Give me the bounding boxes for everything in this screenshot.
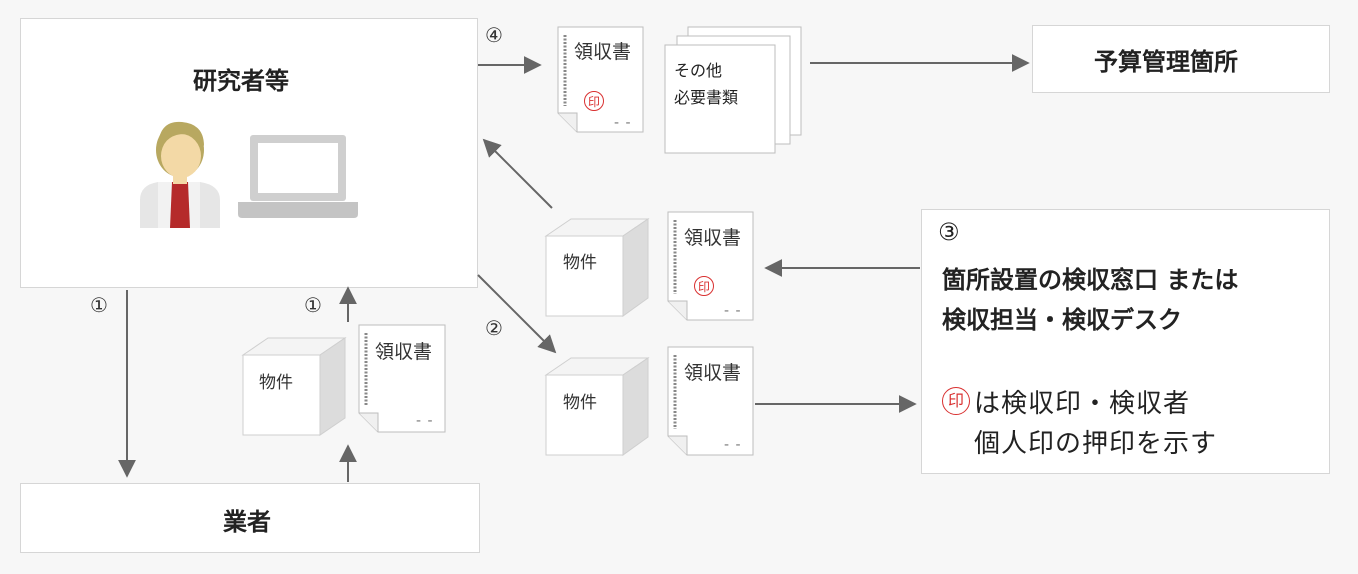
inspection-number: ③: [938, 218, 960, 246]
receipt-label-middle: 領収書: [684, 227, 742, 249]
laptop-icon: [238, 135, 358, 218]
step-4: ④: [485, 23, 503, 47]
receipt-label-top: 領収書: [574, 41, 632, 63]
inspection-box: ③ 箇所設置の検収窓口 または 検収担当・検収デスク 印 は検収印・検収者 個人…: [921, 209, 1330, 474]
step-2: ②: [485, 316, 503, 340]
legend-note-line1: は検収印・検収者: [974, 389, 1191, 419]
goods-cube-lower: [544, 357, 650, 456]
goods-cube-middle: [544, 218, 650, 317]
seal-icon-middle: 印: [694, 276, 714, 296]
researcher-person-icon: [140, 121, 220, 228]
receipt-dash-bottom-left: - -: [416, 413, 434, 429]
receipt-doc-middle: [667, 211, 754, 321]
legend-seal-icon: 印: [942, 387, 970, 415]
goods-label-middle: 物件: [563, 253, 597, 273]
vendor-box: 業者: [20, 483, 480, 553]
goods-label-lower: 物件: [563, 393, 597, 413]
legend-note-line2: 個人印の押印を示す: [974, 429, 1218, 459]
inspection-line1: 箇所設置の検収窓口 または: [942, 266, 1239, 294]
receipt-label-lower: 領収書: [684, 362, 742, 384]
receipt-doc-top: [557, 26, 644, 133]
researcher-box: 研究者等: [20, 18, 478, 288]
step-1-center: ①: [304, 293, 322, 317]
seal-icon-top: 印: [584, 91, 604, 111]
receipt-doc-bottom-left: [358, 324, 446, 433]
researcher-title: 研究者等: [193, 67, 289, 95]
receipt-dash-top: - -: [614, 115, 632, 131]
receipt-dash-middle: - -: [724, 303, 742, 319]
receipt-doc-lower: [667, 346, 754, 456]
other-docs-line1: その他: [674, 61, 723, 80]
other-docs-stack: [664, 26, 802, 154]
goods-label-bottom-left: 物件: [259, 373, 293, 393]
budget-box: 予算管理箇所: [1032, 25, 1330, 93]
budget-title: 予算管理箇所: [1094, 48, 1238, 76]
other-docs-line2: 必要書類: [674, 88, 739, 107]
goods-cube-bottom-left: [241, 337, 347, 436]
step-1-left: ①: [90, 293, 108, 317]
vendor-title: 業者: [223, 508, 271, 536]
receipt-label-bottom-left: 領収書: [375, 341, 433, 363]
inspection-line2: 検収担当・検収デスク: [942, 306, 1182, 334]
receipt-dash-lower: - -: [724, 437, 742, 453]
